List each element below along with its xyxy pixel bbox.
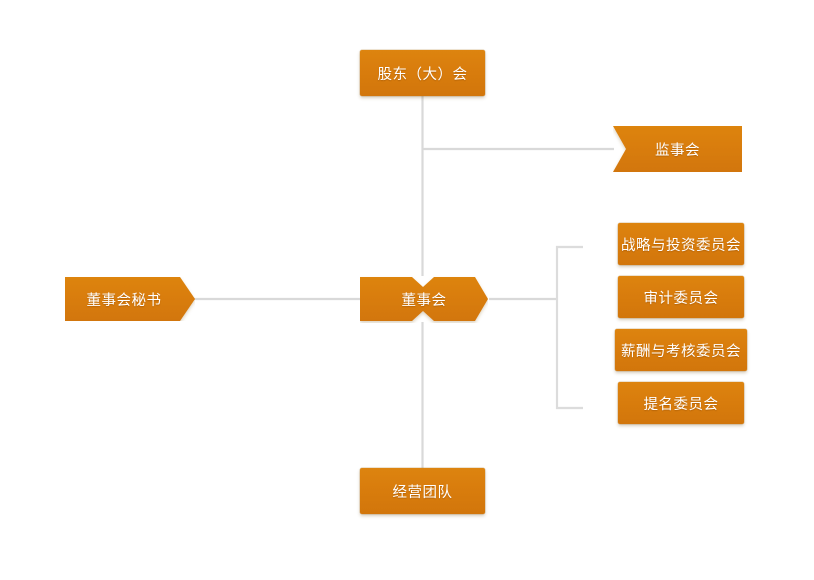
node-committee-remuneration-appraisal-label: 薪酬与考核委员会 [621,343,741,360]
node-committee-audit-label: 审计委员会 [643,290,719,307]
node-committee-remuneration-appraisal[interactable]: 薪酬与考核委员会 [615,329,747,371]
node-committee-nomination[interactable]: 提名委员会 [618,382,744,424]
node-board-secretary-label: 董事会秘书 [86,292,162,309]
supervisory-board-shape [613,126,742,172]
node-board-of-directors-label: 董事会 [401,292,447,309]
committee-bracket [555,245,583,410]
node-management-team[interactable]: 经营团队 [360,468,485,514]
node-committee-nomination-label: 提名委员会 [643,396,719,413]
node-committee-strategy-investment-label: 战略与投资委员会 [621,237,741,254]
node-supervisory-board[interactable]: 监事会 [613,126,742,172]
node-management-team-label: 经营团队 [392,484,453,501]
node-shareholders-meeting[interactable]: 股东（大）会 [360,50,485,96]
node-supervisory-board-label: 监事会 [655,142,700,159]
node-committee-audit[interactable]: 审计委员会 [618,276,744,318]
node-shareholders-meeting-label: 股东（大）会 [377,66,468,83]
board-of-directors-shape [360,277,488,321]
board-secretary-shape [65,277,195,321]
node-board-of-directors[interactable]: 董事会 [360,275,488,323]
node-board-secretary[interactable]: 董事会秘书 [65,277,195,321]
node-committee-strategy-investment[interactable]: 战略与投资委员会 [618,223,744,265]
